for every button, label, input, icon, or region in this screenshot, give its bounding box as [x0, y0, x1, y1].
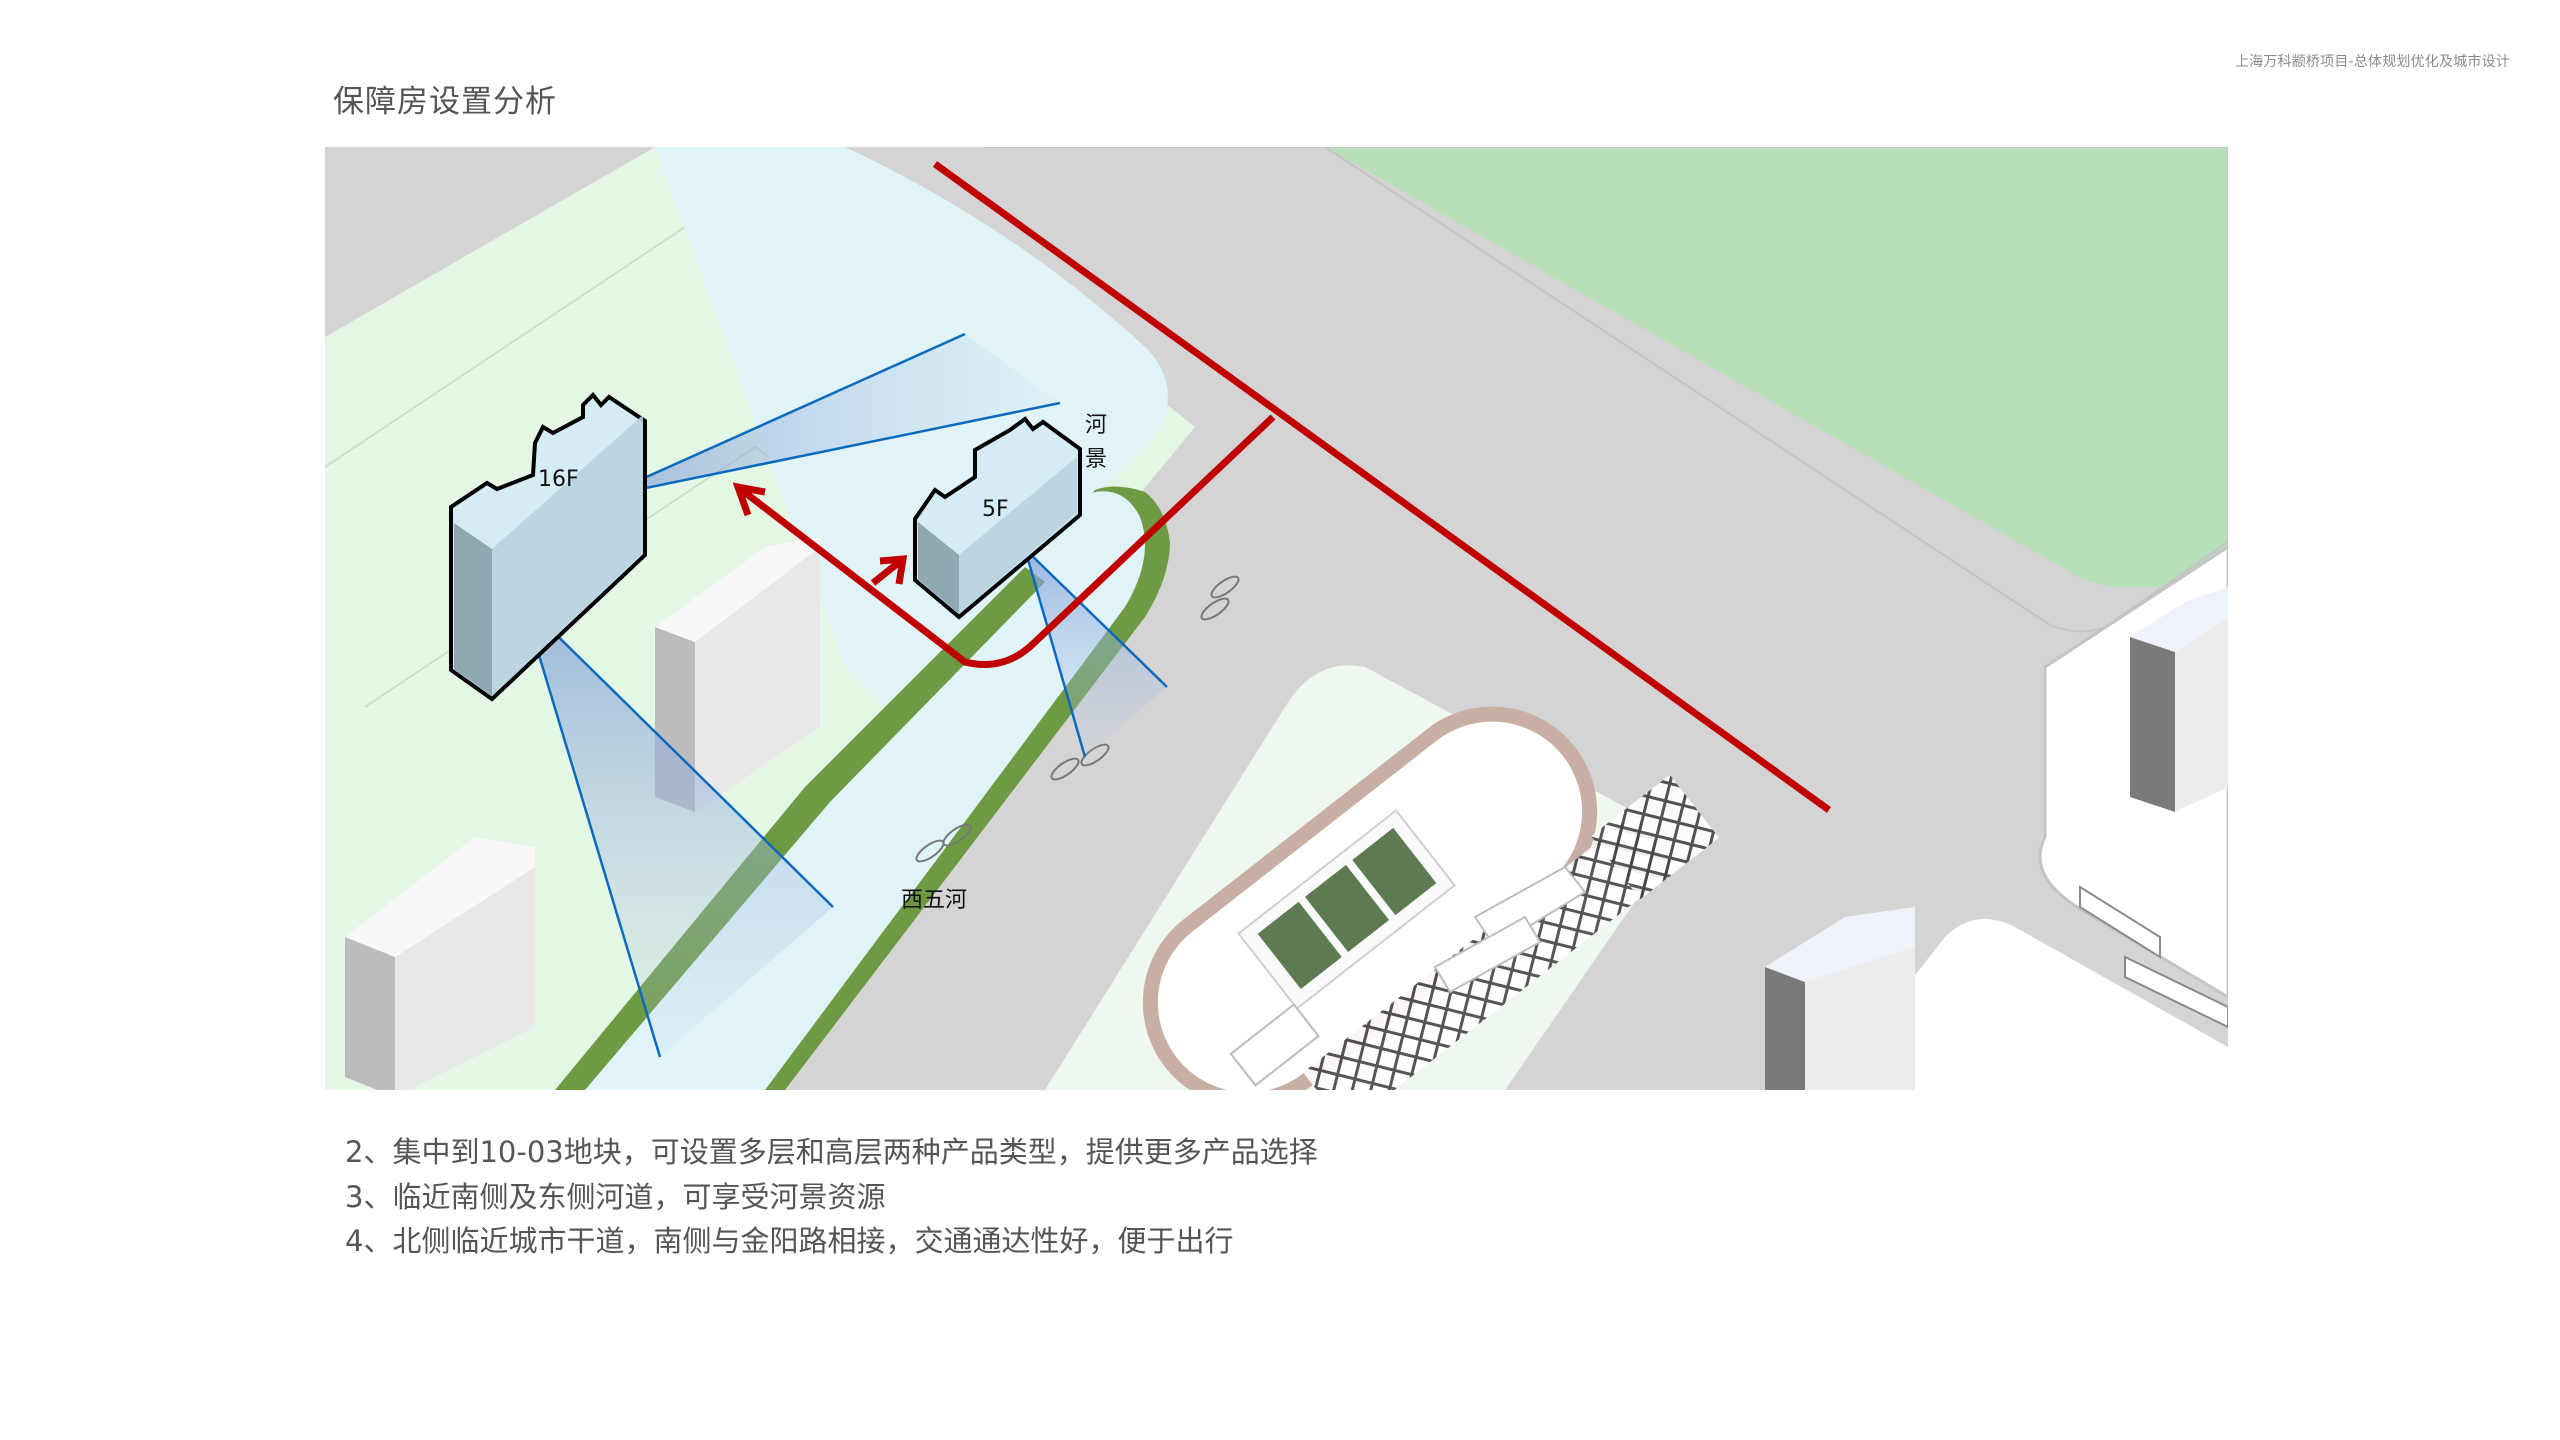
river-view-char-2: 景 — [1084, 447, 1107, 472]
building-5f-label: 5F — [982, 497, 1009, 522]
project-title-header: 上海万科颛桥项目-总体规划优化及城市设计 — [2234, 54, 2510, 70]
river-name-label: 西五河 — [901, 888, 968, 913]
park-area — [980, 147, 2228, 587]
tower-south-east — [1765, 907, 1915, 1090]
boat-icon — [915, 575, 1240, 863]
court-3 — [1352, 827, 1437, 916]
river-view-label: 河 景 — [1084, 409, 1108, 477]
running-track — [1142, 706, 1598, 1090]
court-1 — [1257, 901, 1342, 989]
building-16f — [449, 392, 647, 702]
site-plan-illustration — [325, 147, 2228, 1090]
bullet-item: 2、集中到10-03地块，可设置多层和高层两种产品类型，提供更多产品选择 — [345, 1135, 1318, 1169]
view-cone-icon — [521, 332, 1168, 1058]
page-title: 保障房设置分析 — [333, 84, 557, 120]
building-16f-label: 16F — [538, 467, 579, 492]
river-view-char-1: 河 — [1084, 413, 1107, 438]
tower-west-1 — [345, 837, 535, 1090]
tower-east — [2130, 587, 2228, 812]
bullet-item: 4、北侧临近城市干道，南侧与金阳路相接，交通通达性好，便于出行 — [345, 1224, 1234, 1258]
route-arrow-icon — [732, 161, 1832, 813]
block-south-east — [1825, 919, 2228, 1090]
court-2 — [1304, 864, 1390, 953]
site-plan-map: 16F 5F 河 景 西五河 — [325, 147, 2228, 1090]
analysis-bullet-list: 2、集中到10-03地块，可设置多层和高层两种产品类型，提供更多产品选择 3、临… — [345, 1130, 1318, 1264]
bullet-item: 3、临近南侧及东侧河道，可享受河景资源 — [345, 1179, 886, 1214]
building-5f — [913, 416, 1082, 620]
